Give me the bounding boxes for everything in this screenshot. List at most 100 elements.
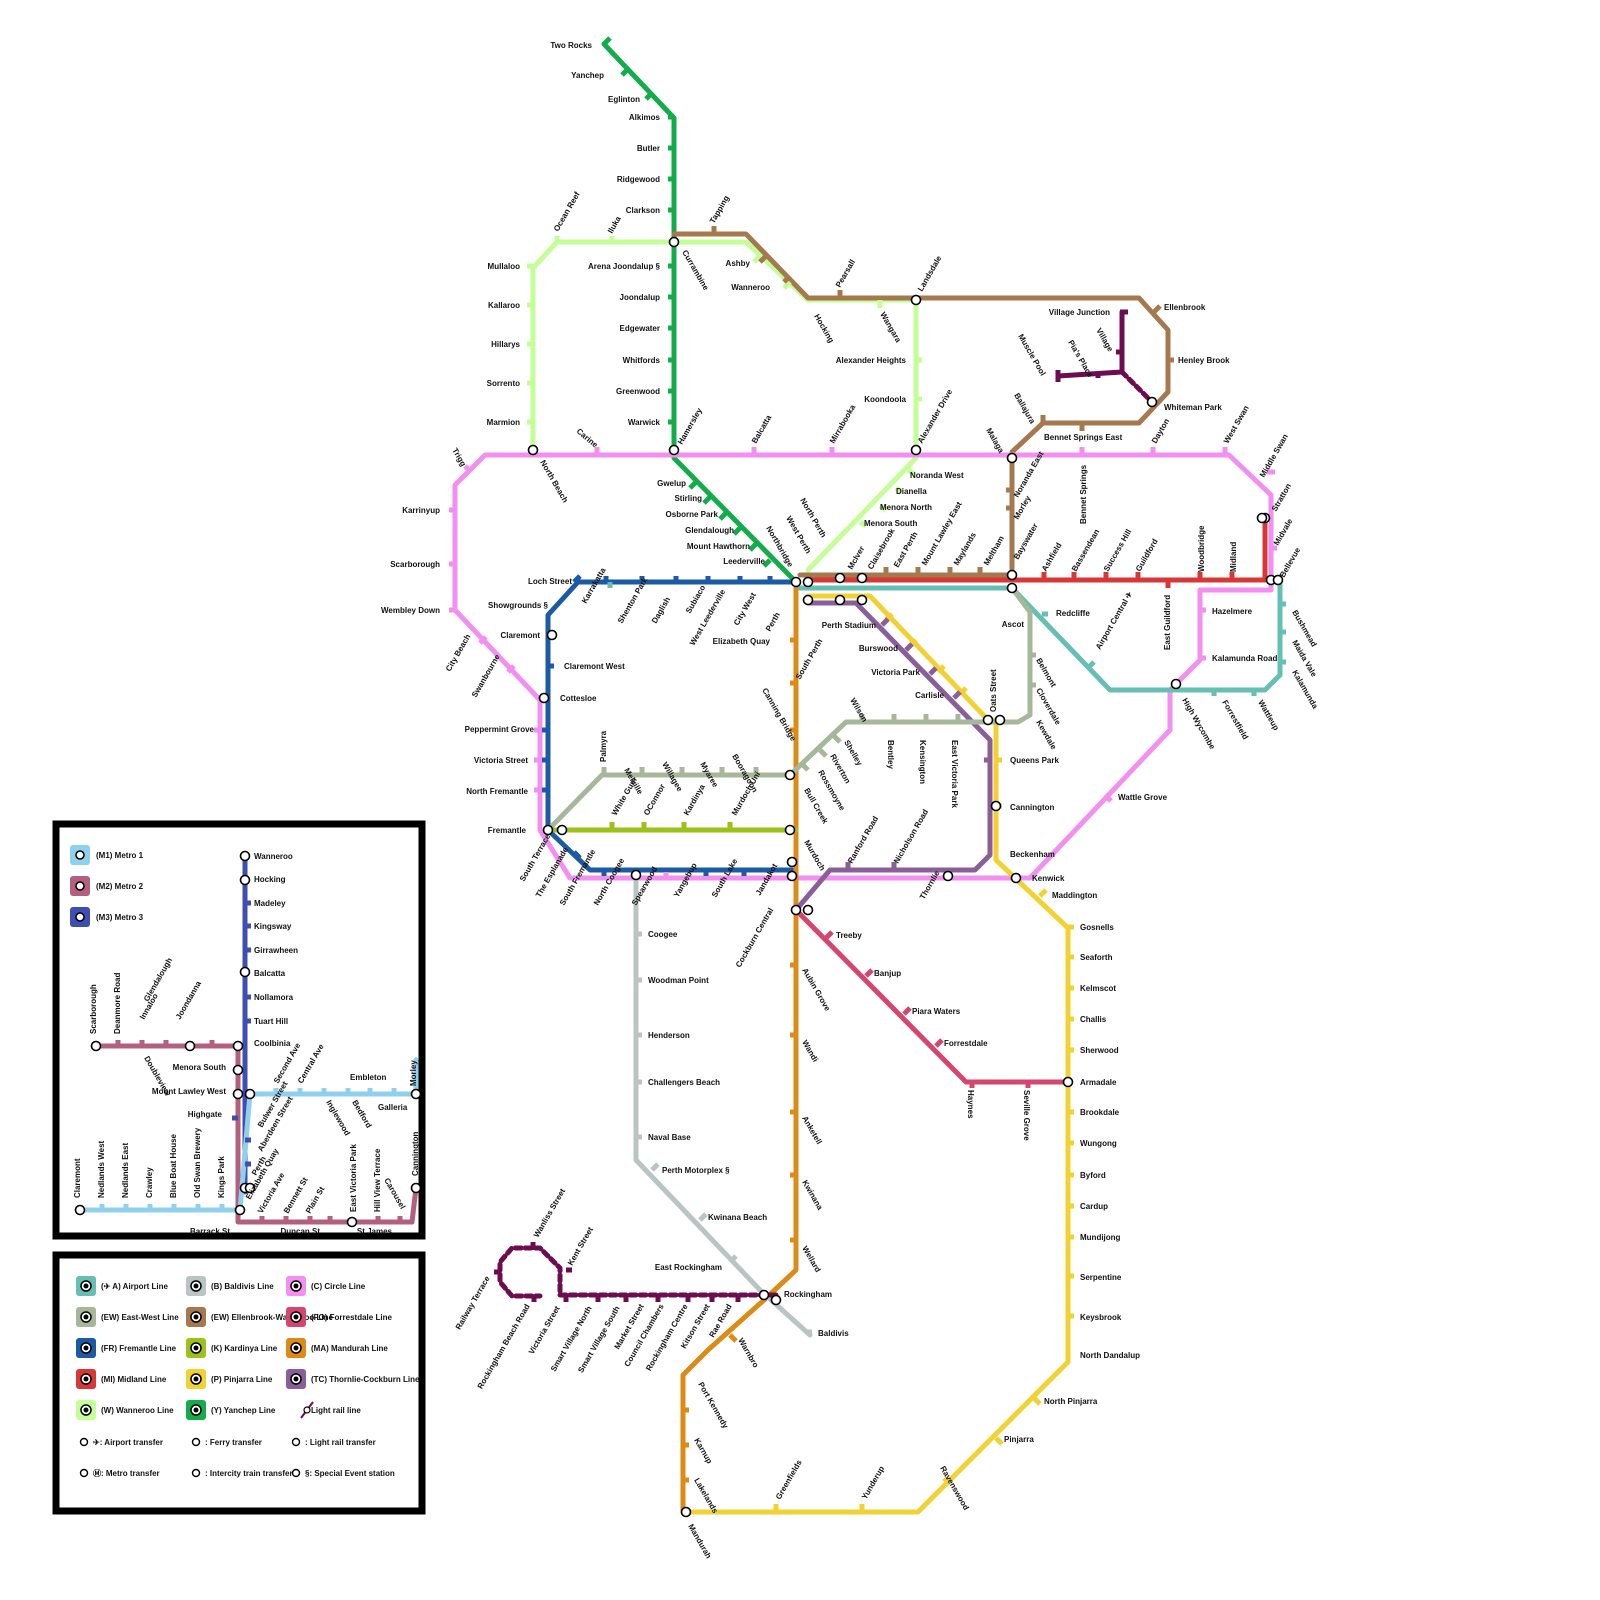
station-label[interactable]: Edgewater: [620, 324, 660, 333]
station-label[interactable]: Carlisle: [915, 691, 944, 700]
station-label[interactable]: Victoria Park: [871, 668, 920, 677]
station-label[interactable]: Greenwood: [616, 387, 660, 396]
station-label[interactable]: Madeley: [254, 899, 286, 908]
station-label[interactable]: Beckenham: [1010, 850, 1055, 859]
station-label[interactable]: Baldivis: [818, 1329, 849, 1338]
station-label[interactable]: Henderson: [648, 1031, 690, 1040]
station-label[interactable]: Treeby: [836, 931, 862, 940]
station-label[interactable]: Banjup: [874, 969, 901, 978]
station-label[interactable]: Butler: [637, 144, 660, 153]
station-label[interactable]: Osborne Park: [666, 510, 719, 519]
interchange-stop[interactable]: [234, 1204, 246, 1216]
station-label[interactable]: Fremantle: [488, 826, 527, 835]
station-label[interactable]: Serpentine: [1080, 1273, 1122, 1282]
station-label[interactable]: White Gum: [610, 776, 639, 817]
station-label[interactable]: Clarkson: [626, 206, 660, 215]
station-label[interactable]: Coolbinia: [254, 1039, 291, 1048]
station-label[interactable]: Queens Park: [1010, 756, 1059, 765]
station-label[interactable]: Oats Street: [989, 669, 998, 712]
interchange-stop[interactable]: [834, 572, 846, 584]
station-label[interactable]: Wangara: [878, 311, 903, 345]
interchange-stop[interactable]: [856, 594, 868, 606]
station-label[interactable]: East Rockingham: [655, 1263, 722, 1272]
station-label[interactable]: Perth Motorplex §: [662, 1166, 730, 1175]
interchange-stop[interactable]: [942, 870, 954, 882]
station-label[interactable]: Glendalough: [685, 526, 734, 535]
station-label[interactable]: Seville Grove: [1022, 1090, 1031, 1141]
station-label[interactable]: Koondoola: [864, 395, 906, 404]
station-label[interactable]: Ellenbrook: [1164, 303, 1206, 312]
station-label[interactable]: Nedlands East: [121, 1143, 130, 1198]
station-label[interactable]: Trigg: [450, 447, 468, 469]
station-label[interactable]: Bellevue: [1278, 546, 1303, 579]
interchange-stop[interactable]: [239, 874, 251, 886]
station-label[interactable]: Victoria Street: [527, 1304, 562, 1356]
station-label[interactable]: East Guildford: [1163, 595, 1172, 650]
station-label[interactable]: Challengers Beach: [648, 1078, 720, 1087]
station-label[interactable]: Crawley: [145, 1167, 154, 1198]
station-label[interactable]: Mount Lawley West: [152, 1087, 226, 1096]
station-label[interactable]: Carine: [575, 427, 600, 450]
station-label[interactable]: City West: [732, 591, 758, 627]
station-label[interactable]: Ashfield: [1040, 541, 1064, 573]
station-label[interactable]: Thornlie: [918, 869, 942, 901]
station-label[interactable]: Subiaco: [684, 583, 707, 615]
station-label[interactable]: East Victoria Park: [349, 1144, 358, 1212]
station-label[interactable]: Hamersley: [676, 406, 704, 446]
station-label[interactable]: Galleria: [378, 1103, 408, 1112]
station-label[interactable]: Forrestdale: [944, 1039, 988, 1048]
station-label[interactable]: Alexander Heights: [836, 356, 907, 365]
station-label[interactable]: West Perth: [784, 515, 813, 556]
interchange-stop[interactable]: [802, 576, 814, 588]
station-label[interactable]: Wanneroo: [254, 852, 293, 861]
station-label[interactable]: Ranford Road: [846, 815, 880, 865]
interchange-stop[interactable]: [1256, 512, 1268, 524]
station-label[interactable]: Naval Base: [648, 1133, 691, 1142]
station-label[interactable]: Success Hill: [1102, 528, 1133, 573]
station-label[interactable]: Hocking: [812, 313, 836, 345]
station-label[interactable]: Old Swan Brewery: [193, 1127, 202, 1198]
station-label[interactable]: Armadale: [1080, 1078, 1117, 1087]
interchange-stop[interactable]: [244, 1088, 256, 1100]
station-label[interactable]: Henley Brook: [1178, 356, 1230, 365]
station-label[interactable]: Deanmore Road: [113, 973, 122, 1034]
station-label[interactable]: Anketell: [800, 1115, 823, 1146]
station-label[interactable]: West Swan: [1222, 404, 1251, 445]
station-label[interactable]: North Fremantle: [466, 787, 528, 796]
station-label[interactable]: Malaga: [984, 427, 1006, 455]
station-label[interactable]: Karnup: [692, 1437, 714, 1466]
station-label[interactable]: Village Junction: [1049, 308, 1110, 317]
station-label[interactable]: Tuart Hill: [254, 1017, 288, 1026]
station-label[interactable]: Mandurah: [686, 1523, 713, 1561]
interchange-stop[interactable]: [239, 966, 251, 978]
station-label[interactable]: St James: [357, 1227, 393, 1236]
station-label[interactable]: Woodman Point: [648, 976, 709, 985]
station-label[interactable]: Dayton: [1150, 417, 1171, 445]
interchange-stop[interactable]: [802, 594, 814, 606]
station-label[interactable]: Bentley: [886, 740, 895, 769]
interchange-stop[interactable]: [184, 1040, 196, 1052]
station-label[interactable]: Canning Bridge: [760, 687, 798, 744]
station-label[interactable]: Kallaroo: [488, 301, 520, 310]
station-label[interactable]: Ascot: [1002, 620, 1025, 629]
station-label[interactable]: Noranda West: [910, 471, 964, 480]
interchange-stop[interactable]: [239, 850, 251, 862]
station-label[interactable]: Bennet Springs: [1079, 464, 1088, 524]
station-label[interactable]: Challis: [1080, 1015, 1107, 1024]
station-label[interactable]: Woodbridge: [1197, 525, 1206, 572]
station-label[interactable]: Cannington: [411, 1131, 420, 1176]
interchange-stop[interactable]: [244, 1182, 256, 1194]
interchange-stop[interactable]: [542, 824, 554, 836]
interchange-stop[interactable]: [1006, 452, 1018, 464]
station-label[interactable]: Ridgewood: [617, 175, 660, 184]
interchange-stop[interactable]: [784, 824, 796, 836]
station-label[interactable]: Redcliffe: [1056, 609, 1090, 618]
station-label[interactable]: Menora South: [173, 1063, 226, 1072]
station-label[interactable]: Karrinyup: [402, 506, 440, 515]
interchange-stop[interactable]: [538, 692, 550, 704]
station-label[interactable]: Daglish: [650, 595, 672, 625]
station-label[interactable]: Byford: [1080, 1171, 1106, 1180]
interchange-stop[interactable]: [410, 1088, 422, 1100]
interchange-stop[interactable]: [856, 572, 868, 584]
station-label[interactable]: Bull Creek: [802, 787, 830, 826]
